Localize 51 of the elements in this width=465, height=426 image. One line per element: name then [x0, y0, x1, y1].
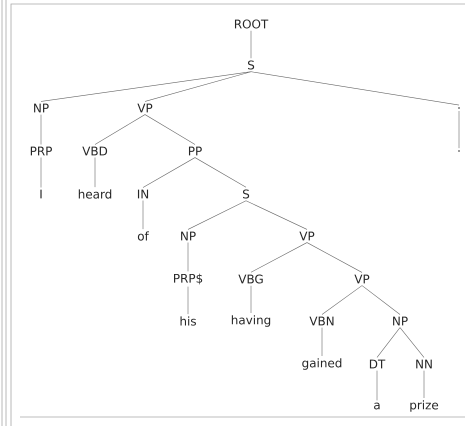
- tree-branch: [306, 242, 362, 273]
- tree-label: his: [180, 316, 196, 326]
- tree-branch: [40, 114, 42, 145]
- tree-branch: [142, 200, 144, 230]
- tree-label: PP: [188, 146, 202, 156]
- tree-branch: [376, 370, 378, 401]
- tree-label: VBD: [82, 146, 108, 156]
- tree-label: VP: [137, 104, 152, 112]
- tree-branch: [40, 71, 252, 102]
- tree-branch: [250, 30, 252, 59]
- tree-label: NP: [34, 104, 49, 112]
- tree-branch: [250, 285, 252, 314]
- tree-branch: [322, 285, 362, 315]
- tree-label: S: [243, 189, 250, 199]
- tree-label: S: [248, 60, 254, 70]
- tree-branch: [40, 157, 42, 188]
- tree-label: having: [232, 315, 270, 327]
- tree-label: of: [138, 231, 149, 241]
- tree-label: NN: [416, 360, 432, 368]
- tree-label: VBN: [309, 316, 334, 326]
- tree-branch: [94, 114, 146, 145]
- tree-label: NP: [393, 316, 408, 326]
- tree-label: ROOT: [234, 19, 268, 29]
- tree-branch: [376, 327, 400, 358]
- tree-label: .: [458, 107, 460, 109]
- tree-label: PRP$: [174, 274, 202, 284]
- tree-label: VP: [299, 232, 314, 240]
- tree-branch: [144, 114, 196, 145]
- tree-branch: [94, 157, 96, 188]
- tree-label: DT: [370, 360, 386, 368]
- tree-label: PRP: [30, 146, 52, 156]
- tree-label: IN: [138, 190, 148, 198]
- tree-label: a: [374, 402, 380, 410]
- tree-label: gained: [302, 358, 342, 370]
- tree-branch: [246, 200, 308, 230]
- tree-branch: [458, 110, 460, 148]
- tree-label: I: [40, 190, 42, 198]
- tree-branch: [194, 157, 246, 188]
- tree-label: heard: [78, 189, 112, 199]
- tree-branch: [144, 71, 252, 102]
- tree-branch: [142, 157, 196, 188]
- tree-label: VBG: [238, 274, 263, 284]
- tree-branch: [250, 71, 460, 106]
- tree-label: NP: [181, 232, 196, 240]
- tree-label: .: [458, 150, 460, 152]
- tree-label: prize: [410, 400, 438, 412]
- tree-branch: [188, 200, 246, 230]
- tree-branch: [400, 327, 424, 358]
- tree-label: VP: [354, 274, 370, 284]
- tree-branch: [362, 285, 400, 315]
- tree-branch: [250, 242, 308, 273]
